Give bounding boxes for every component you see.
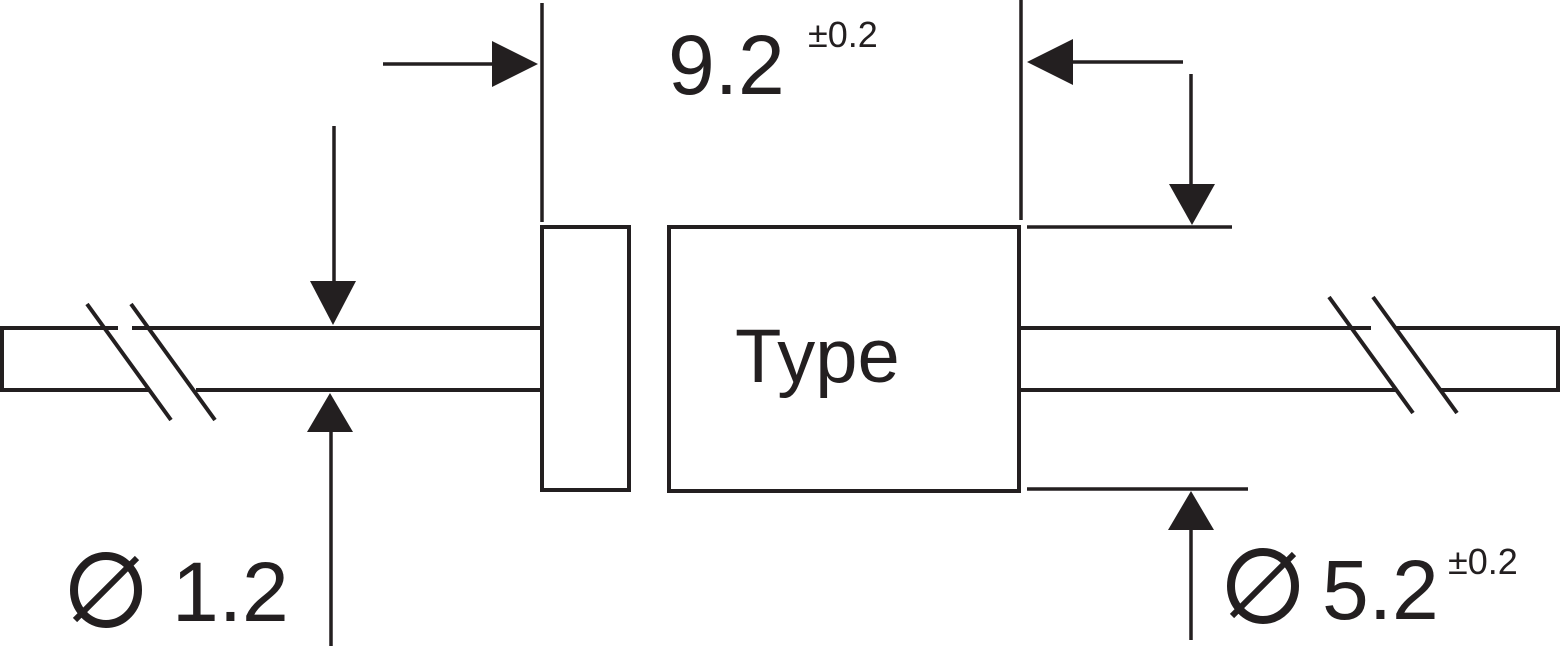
body-diameter-value: 5.2	[1322, 543, 1439, 637]
lead-diameter-value: 1.2	[172, 545, 289, 639]
component-body	[667, 225, 1021, 493]
left-break-mark-1	[85, 302, 173, 422]
arrowhead-down	[1169, 184, 1215, 225]
arrowhead-left	[1027, 39, 1073, 85]
arrowhead-right	[492, 41, 538, 87]
arrowhead-up	[1168, 491, 1214, 530]
right-break-mark-2	[1371, 295, 1459, 415]
right-lead	[1020, 295, 1560, 415]
arrowhead-down	[310, 281, 356, 325]
length-value: 9.2	[668, 18, 785, 112]
diameter-symbol-icon	[70, 552, 142, 628]
arrowhead-up	[307, 393, 353, 432]
body-type-label: Type	[735, 314, 900, 399]
cathode-band	[540, 225, 631, 492]
diameter-symbol-icon	[1227, 548, 1299, 624]
left-break-mark-2	[129, 302, 217, 422]
body-diameter-dimension: 5.2 ±0.2	[1027, 74, 1518, 640]
length-tolerance: ±0.2	[808, 14, 878, 55]
length-dimension: 9.2 ±0.2	[383, 0, 1183, 222]
body-diameter-tolerance: ±0.2	[1448, 541, 1518, 582]
right-break-mark-1	[1327, 295, 1415, 415]
left-lead	[0, 302, 542, 422]
lead-diameter-dimension: 1.2	[70, 126, 356, 646]
